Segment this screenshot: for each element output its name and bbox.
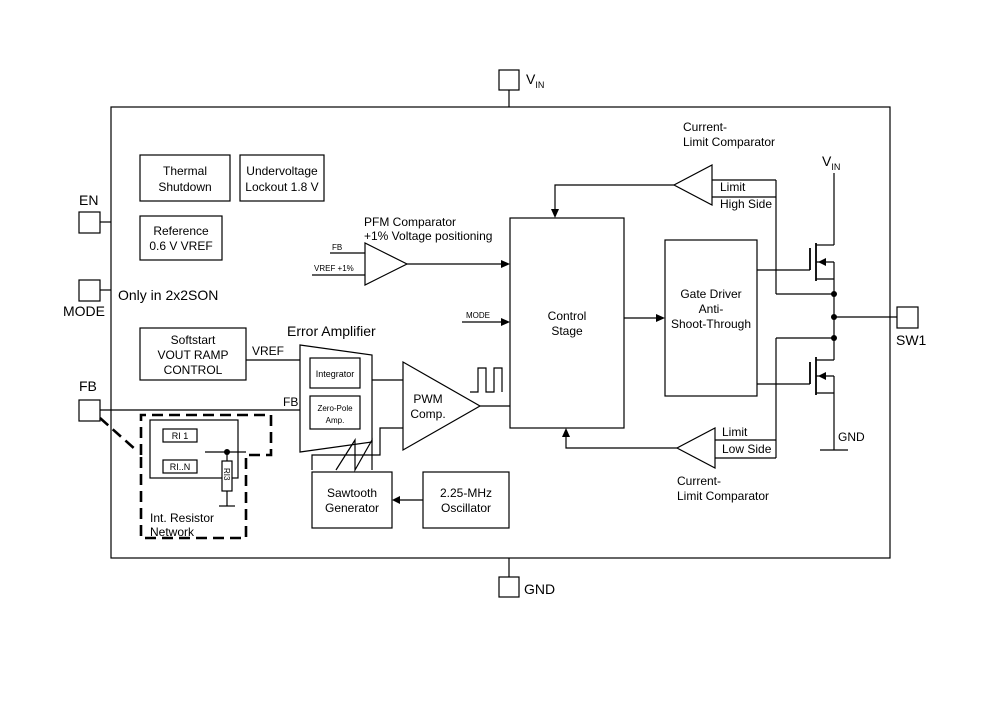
- sawtooth-line-2: Generator: [325, 501, 379, 515]
- thermal-line-2: Shutdown: [158, 180, 211, 194]
- pfm-label-2: +1% Voltage positioning: [364, 229, 492, 243]
- cl-bottom-line-1: Current-: [677, 474, 721, 488]
- cl-top-line-1: Current-: [683, 120, 727, 134]
- oscillator-block: [422, 471, 510, 529]
- resistor-r3-label: RI3: [222, 468, 231, 481]
- limit-high-label-1: Limit: [720, 180, 746, 194]
- control-stage-block: [509, 217, 625, 429]
- gate-driver-line-2: Anti-: [699, 302, 724, 316]
- pwm-line-2: Comp.: [410, 407, 445, 421]
- reference-line-1: Reference: [153, 224, 209, 238]
- undervoltage-line-1: Undervoltage: [246, 164, 318, 178]
- softstart-line-2: VOUT RAMP: [157, 348, 228, 362]
- chip-outline: [110, 106, 891, 559]
- current-limit-comparator-high: [672, 164, 713, 206]
- mode-pin-label: MODE: [63, 303, 105, 319]
- resistor-network-boundary: [139, 413, 273, 540]
- softstart-line-3: CONTROL: [164, 363, 223, 377]
- en-pin: [78, 211, 101, 234]
- thermal-shutdown-block: [139, 154, 231, 202]
- resistor-rn: [162, 459, 198, 474]
- mode-pin: [78, 279, 101, 302]
- control-line-1: Control: [548, 309, 587, 323]
- en-pin-label: EN: [79, 192, 98, 208]
- arrow-icon: [551, 209, 559, 218]
- switch-vin-label: VIN: [822, 153, 840, 172]
- gate-driver-line-1: Gate Driver: [680, 287, 741, 301]
- pwm-line-1: PWM: [413, 392, 442, 406]
- pfm-fb-label: FB: [332, 243, 342, 252]
- limit-high-label-2: High Side: [720, 197, 772, 211]
- fb-pin: [78, 399, 101, 422]
- oscillator-line-1: 2.25-MHz: [440, 486, 492, 500]
- undervoltage-block: [239, 154, 325, 202]
- gnd-pin-label: GND: [524, 581, 555, 597]
- vin-pin: [498, 69, 520, 91]
- resistor-r1-label: RI 1: [172, 431, 189, 441]
- fb-signal-label: FB: [283, 395, 298, 409]
- zero-pole-block: [309, 395, 361, 430]
- pwm-comparator: [402, 360, 482, 452]
- zero-pole-line-1: Zero-Pole: [317, 404, 353, 413]
- resistor-network-line-2: Network: [150, 525, 195, 539]
- pfm-comparator: [364, 242, 409, 286]
- oscillator-line-2: Oscillator: [441, 501, 491, 515]
- arrow-icon: [392, 496, 400, 504]
- sawtooth-generator-block: [311, 471, 393, 529]
- zero-pole-line-2: Amp.: [326, 416, 345, 425]
- fb-pin-label: FB: [79, 378, 97, 394]
- limit-low-label-2: Low Side: [722, 442, 772, 456]
- mode-signal-label: MODE: [466, 311, 490, 320]
- sw1-pin-label: SW1: [896, 332, 927, 348]
- current-limit-comparator-low: [675, 427, 716, 469]
- resistor-r1: [162, 428, 198, 443]
- cl-bottom-line-2: Limit Comparator: [677, 489, 769, 503]
- resistor-network-line-1: Int. Resistor: [150, 511, 214, 525]
- gate-driver-line-3: Shoot-Through: [671, 317, 751, 331]
- thermal-line-1: Thermal: [163, 164, 207, 178]
- error-amplifier-label: Error Amplifier: [287, 323, 376, 339]
- gnd-pin: [498, 576, 520, 598]
- cl-top-line-2: Limit Comparator: [683, 135, 775, 149]
- vref-signal-label: VREF: [252, 344, 284, 358]
- switch-gnd-label: GND: [838, 430, 865, 444]
- sawtooth-line-1: Sawtooth: [327, 486, 377, 500]
- arrow-icon: [562, 428, 570, 437]
- pfm-vref-label: VREF +1%: [314, 264, 354, 273]
- arrow-icon: [501, 260, 510, 268]
- softstart-line-1: Softstart: [171, 333, 216, 347]
- arrow-icon: [501, 318, 510, 326]
- arrow-icon: [656, 314, 665, 322]
- reference-block: [139, 215, 223, 261]
- integrator-label: Integrator: [316, 369, 355, 379]
- sw1-pin: [896, 306, 919, 329]
- mode-pin-note: Only in 2x2SON: [118, 287, 218, 303]
- reference-line-2: 0.6 V VREF: [149, 239, 212, 253]
- pfm-label-1: PFM Comparator: [364, 215, 456, 229]
- limit-low-label-1: Limit: [722, 425, 748, 439]
- softstart-block: [139, 327, 247, 381]
- gate-driver-block: [664, 239, 758, 397]
- resistor-rn-label: RI..N: [170, 462, 191, 472]
- integrator-block: [309, 357, 361, 389]
- control-line-2: Stage: [551, 324, 583, 338]
- sawtooth-waveform-icon: [335, 437, 373, 473]
- undervoltage-line-2: Lockout 1.8 V: [245, 180, 318, 194]
- vin-pin-label: VIN: [526, 71, 544, 90]
- pwm-waveform-icon: [470, 367, 503, 393]
